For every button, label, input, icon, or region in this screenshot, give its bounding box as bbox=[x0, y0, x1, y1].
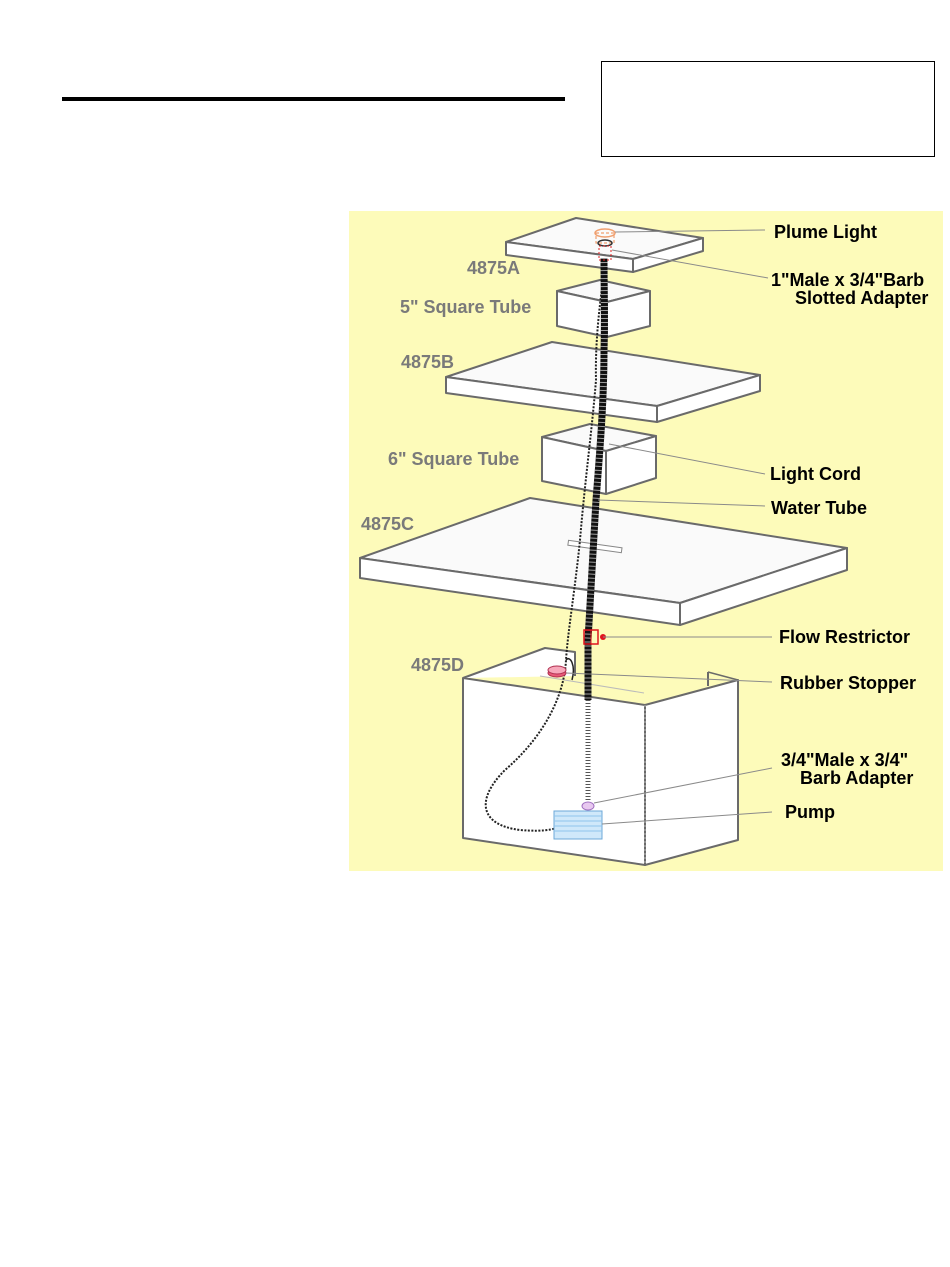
callout-barb-adapter-line2: Barb Adapter bbox=[800, 768, 913, 788]
label-5in-square-tube: 5" Square Tube bbox=[400, 297, 531, 317]
label-4875c: 4875C bbox=[361, 514, 414, 534]
pump bbox=[554, 811, 602, 839]
callout-pump: Pump bbox=[785, 802, 835, 822]
header-box bbox=[601, 61, 935, 157]
callout-light-cord: Light Cord bbox=[770, 464, 861, 484]
callout-rubber-stopper: Rubber Stopper bbox=[780, 673, 916, 693]
callout-barb-adapter-line1: 3/4"Male x 3/4" bbox=[781, 750, 908, 770]
callout-water-tube: Water Tube bbox=[771, 498, 867, 518]
assembly-diagram: 4875A 5" Square Tube 4875B 6" Square Tub… bbox=[349, 211, 943, 871]
label-4875b: 4875B bbox=[401, 352, 454, 372]
callout-slotted-adapter-line1: 1"Male x 3/4"Barb bbox=[771, 270, 924, 290]
label-4875d: 4875D bbox=[411, 655, 464, 675]
header-rule bbox=[62, 97, 565, 101]
label-6in-square-tube: 6" Square Tube bbox=[388, 449, 519, 469]
callout-flow-restrictor: Flow Restrictor bbox=[779, 627, 910, 647]
rubber-stopper bbox=[548, 666, 566, 677]
callout-plume-light: Plume Light bbox=[774, 222, 877, 242]
label-4875a: 4875A bbox=[467, 258, 520, 278]
callout-slotted-adapter-line2: Slotted Adapter bbox=[795, 288, 928, 308]
barb-adapter bbox=[582, 802, 594, 810]
